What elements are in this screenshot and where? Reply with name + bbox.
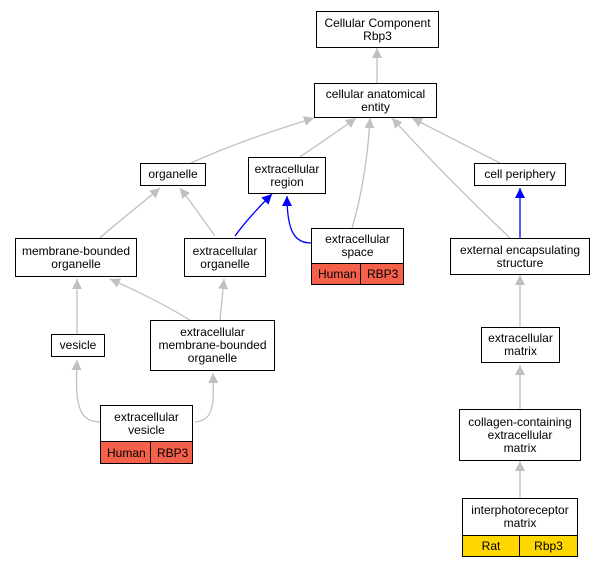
edge-extracell-mbo-to-extracell-organelle: [218, 278, 229, 321]
node-collagen-containing-extracellular-matrix[interactable]: collagen-containing extracellular matrix: [459, 409, 581, 461]
annotation-species-tag: Human: [311, 263, 361, 285]
edge-membrane-bounded-to-organelle: [99, 187, 161, 239]
edge-extracell-organelle-to-extracell-region: [234, 193, 273, 237]
edge-extracell-space-to-cell-anat: [351, 117, 375, 229]
edge-extracell-vesicle-to-extracell-mbo: [194, 372, 219, 423]
node-extracellular-membrane-bounded-organelle[interactable]: extracellular membrane-bounded organelle: [150, 320, 275, 371]
node-extracellular-vesicle[interactable]: extracellular vesicle: [100, 405, 193, 442]
edge-extracell-vesicle-to-vesicle: [71, 359, 102, 423]
node-vesicle[interactable]: vesicle: [51, 334, 105, 357]
annotation-gene-tag: Rbp3: [519, 535, 578, 557]
edge-organelle-to-cell-anat: [190, 116, 315, 164]
node-membrane-bounded-organelle[interactable]: membrane-bounded organelle: [15, 238, 137, 277]
node-cellular-anatomical-entity[interactable]: cellular anatomical entity: [314, 83, 437, 118]
node-extracellular-region[interactable]: extracellular region: [248, 157, 326, 194]
edge-extracell-space-to-extracell-region: [282, 195, 312, 244]
node-extracellular-space[interactable]: extracellular space: [311, 228, 404, 264]
node-cell-periphery[interactable]: cell periphery: [474, 163, 566, 186]
annotation-species-tag: Human: [100, 441, 151, 464]
node-external-encapsulating-structure[interactable]: external encapsulating structure: [450, 238, 590, 275]
node-interphotoreceptor-matrix[interactable]: interphotoreceptor matrix: [462, 498, 578, 536]
annotation-species-tag: Rat: [462, 535, 520, 557]
node-extracellular-matrix[interactable]: extracellular matrix: [481, 327, 560, 363]
edge-extracell-region-to-cell-anat: [299, 117, 357, 158]
annotation-gene-tag: RBP3: [360, 263, 404, 285]
node-cellular-component-root[interactable]: Cellular Component Rbp3: [316, 11, 439, 48]
edge-extracell-mbo-to-membrane-bounded: [109, 278, 191, 321]
node-extracellular-organelle[interactable]: extracellular organelle: [184, 238, 266, 277]
node-organelle[interactable]: organelle: [140, 163, 206, 186]
annotation-gene-tag: RBP3: [150, 441, 193, 464]
edge-extracell-organelle-to-organelle: [179, 187, 216, 237]
edge-ext-encaps-to-cell-anat: [391, 117, 511, 239]
edge-cell-periphery-to-cell-anat: [411, 117, 501, 164]
